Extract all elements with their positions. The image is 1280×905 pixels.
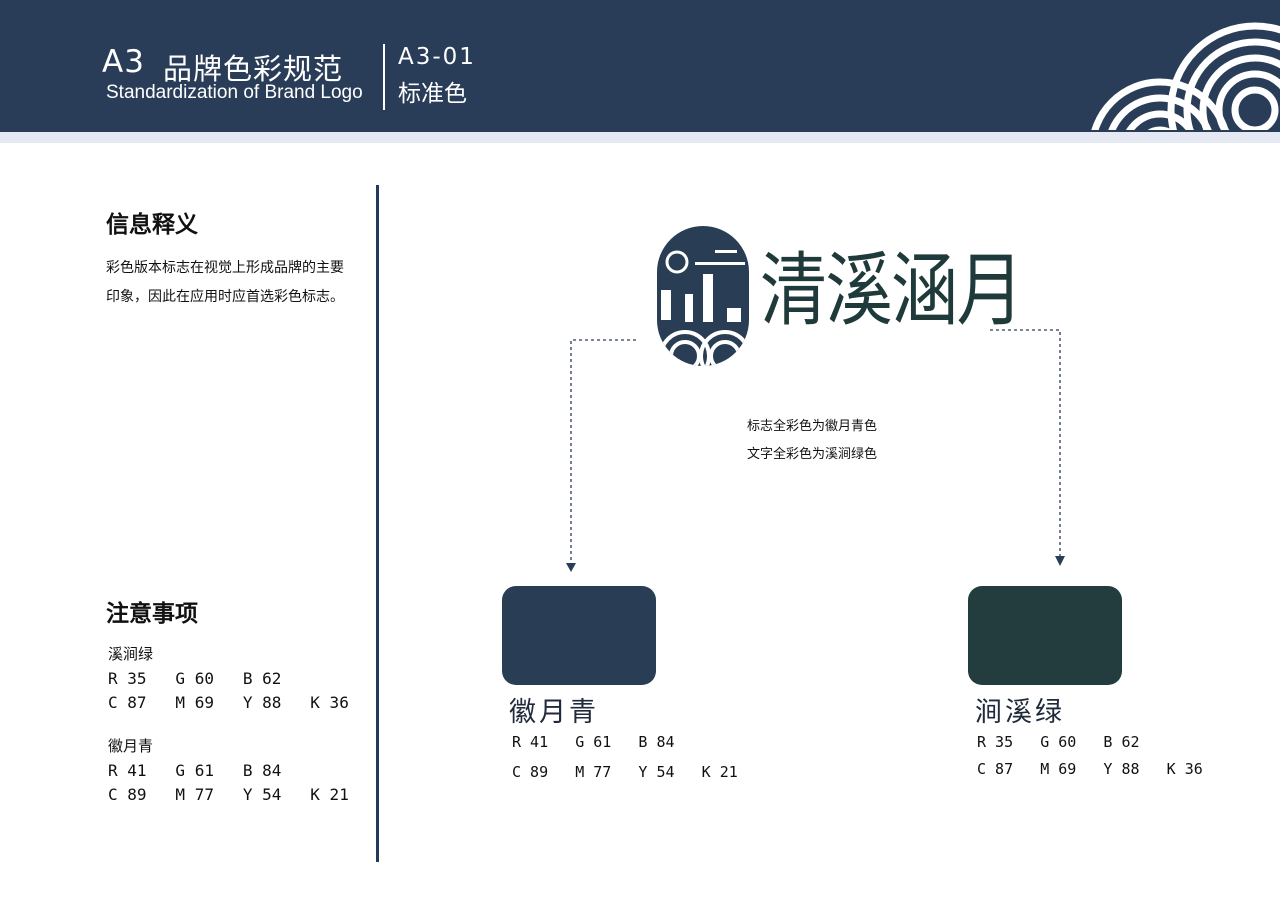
swatch-rgb: R 35 G 60 B 62	[977, 733, 1140, 751]
chapter-code: A3	[102, 44, 145, 80]
note-item: 徽月青 R 41 G 61 B 84 C 89 M 77 Y 54 K 21	[108, 735, 349, 807]
wave-pattern-icon	[1040, 22, 1280, 132]
section-name: 标准色	[398, 81, 467, 107]
notes-heading: 注意事项	[106, 601, 198, 627]
header-strip	[0, 132, 1280, 143]
text-color-note: 文字全彩色为溪涧绿色	[747, 447, 878, 462]
note-rgb: R 41 G 61 B 84	[108, 761, 282, 780]
info-body: 彩色版本标志在视觉上形成品牌的主要印象，因此在应用时应首选彩色标志。	[106, 260, 344, 305]
header-divider	[383, 44, 385, 110]
note-color-name: 溪涧绿	[108, 645, 154, 663]
swatch-cmyk: C 87 M 69 Y 88 K 36	[977, 760, 1203, 778]
chapter-subtitle: Standardization of Brand Logo	[106, 82, 363, 103]
info-heading: 信息释义	[106, 212, 198, 238]
note-color-name: 徽月青	[108, 737, 154, 755]
swatch-rgb: R 41 G 61 B 84	[512, 733, 675, 751]
section-code: A3-01	[398, 44, 476, 70]
logo-mark-icon	[657, 226, 749, 366]
arrow-down-icon	[1055, 556, 1065, 566]
column-divider	[376, 185, 379, 862]
note-rgb: R 35 G 60 B 62	[108, 669, 282, 688]
arrow-down-icon	[566, 563, 576, 572]
page-header: A3 品牌色彩规范 Standardization of Brand Logo …	[0, 0, 1280, 132]
color-swatch-jianxilv	[968, 586, 1122, 685]
chapter-title: 品牌色彩规范	[163, 52, 344, 86]
swatch-name: 涧溪绿	[975, 697, 1065, 728]
note-item: 溪涧绿 R 35 G 60 B 62 C 87 M 69 Y 88 K 36	[108, 643, 349, 715]
color-swatch-huiyueqing	[502, 586, 656, 685]
logo-wordmark: 清溪涵月	[760, 244, 1024, 337]
note-cmyk: C 89 M 77 Y 54 K 21	[108, 785, 349, 804]
swatch-name: 徽月青	[509, 697, 599, 728]
note-cmyk: C 87 M 69 Y 88 K 36	[108, 693, 349, 712]
swatch-cmyk: C 89 M 77 Y 54 K 21	[512, 763, 738, 781]
logo-color-note: 标志全彩色为徽月青色	[747, 419, 878, 434]
